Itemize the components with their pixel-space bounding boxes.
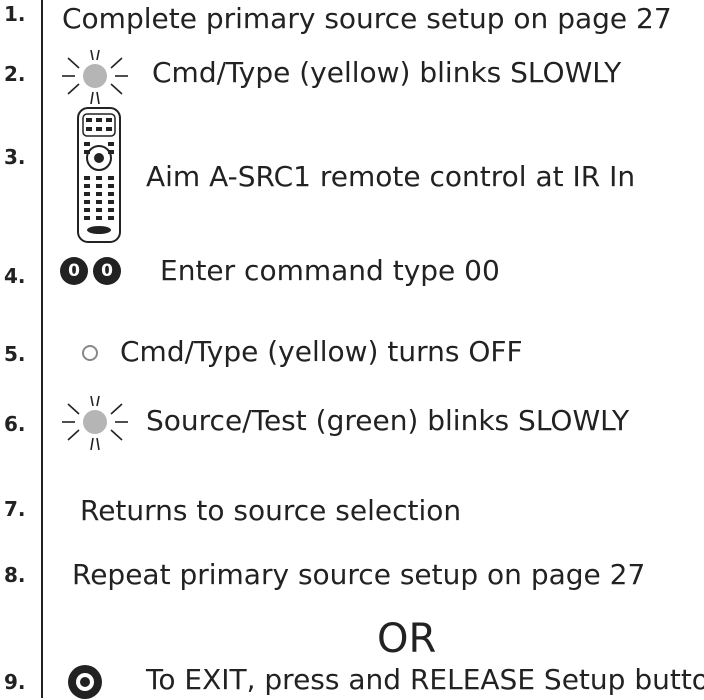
step-number-1: 1.	[4, 2, 26, 26]
step-text-7: Returns to source selection	[80, 494, 462, 527]
step-number-9: 9.	[4, 670, 26, 694]
step-number-3: 3.	[4, 145, 26, 169]
step-text-3: Aim A-SRC1 remote control at IR In	[146, 160, 636, 193]
step-number-7: 7.	[4, 497, 26, 521]
step-text-6: Source/Test (green) blinks SLOWLY	[146, 404, 630, 437]
step-number-8: 8.	[4, 563, 26, 587]
remote-control-icon	[77, 107, 121, 243]
zero-button: 0	[93, 257, 121, 285]
setup-button-icon	[68, 665, 102, 699]
step-text-8: Repeat primary source setup on page 27	[72, 558, 646, 591]
step-text-4: Enter command type 00	[160, 254, 500, 287]
zero-button: 0	[60, 257, 88, 285]
step-divider-line	[41, 0, 43, 698]
step-text-9: To EXIT, press and RELEASE Setup button	[146, 663, 704, 696]
step-text-2: Cmd/Type (yellow) blinks SLOWLY	[152, 56, 622, 89]
step-text-1: Complete primary source setup on page 27	[62, 2, 672, 35]
step-number-2: 2.	[4, 62, 26, 86]
step-text-5: Cmd/Type (yellow) turns OFF	[120, 335, 523, 368]
or-label: OR	[377, 616, 437, 662]
digit-zero-buttons-icon: 0 0	[60, 257, 121, 285]
step-number-5: 5.	[4, 342, 26, 366]
led-off-icon	[82, 345, 98, 361]
step-number-6: 6.	[4, 412, 26, 436]
blinking-led-icon	[62, 49, 128, 105]
step-number-4: 4.	[4, 264, 26, 288]
blinking-led-icon	[62, 395, 128, 451]
